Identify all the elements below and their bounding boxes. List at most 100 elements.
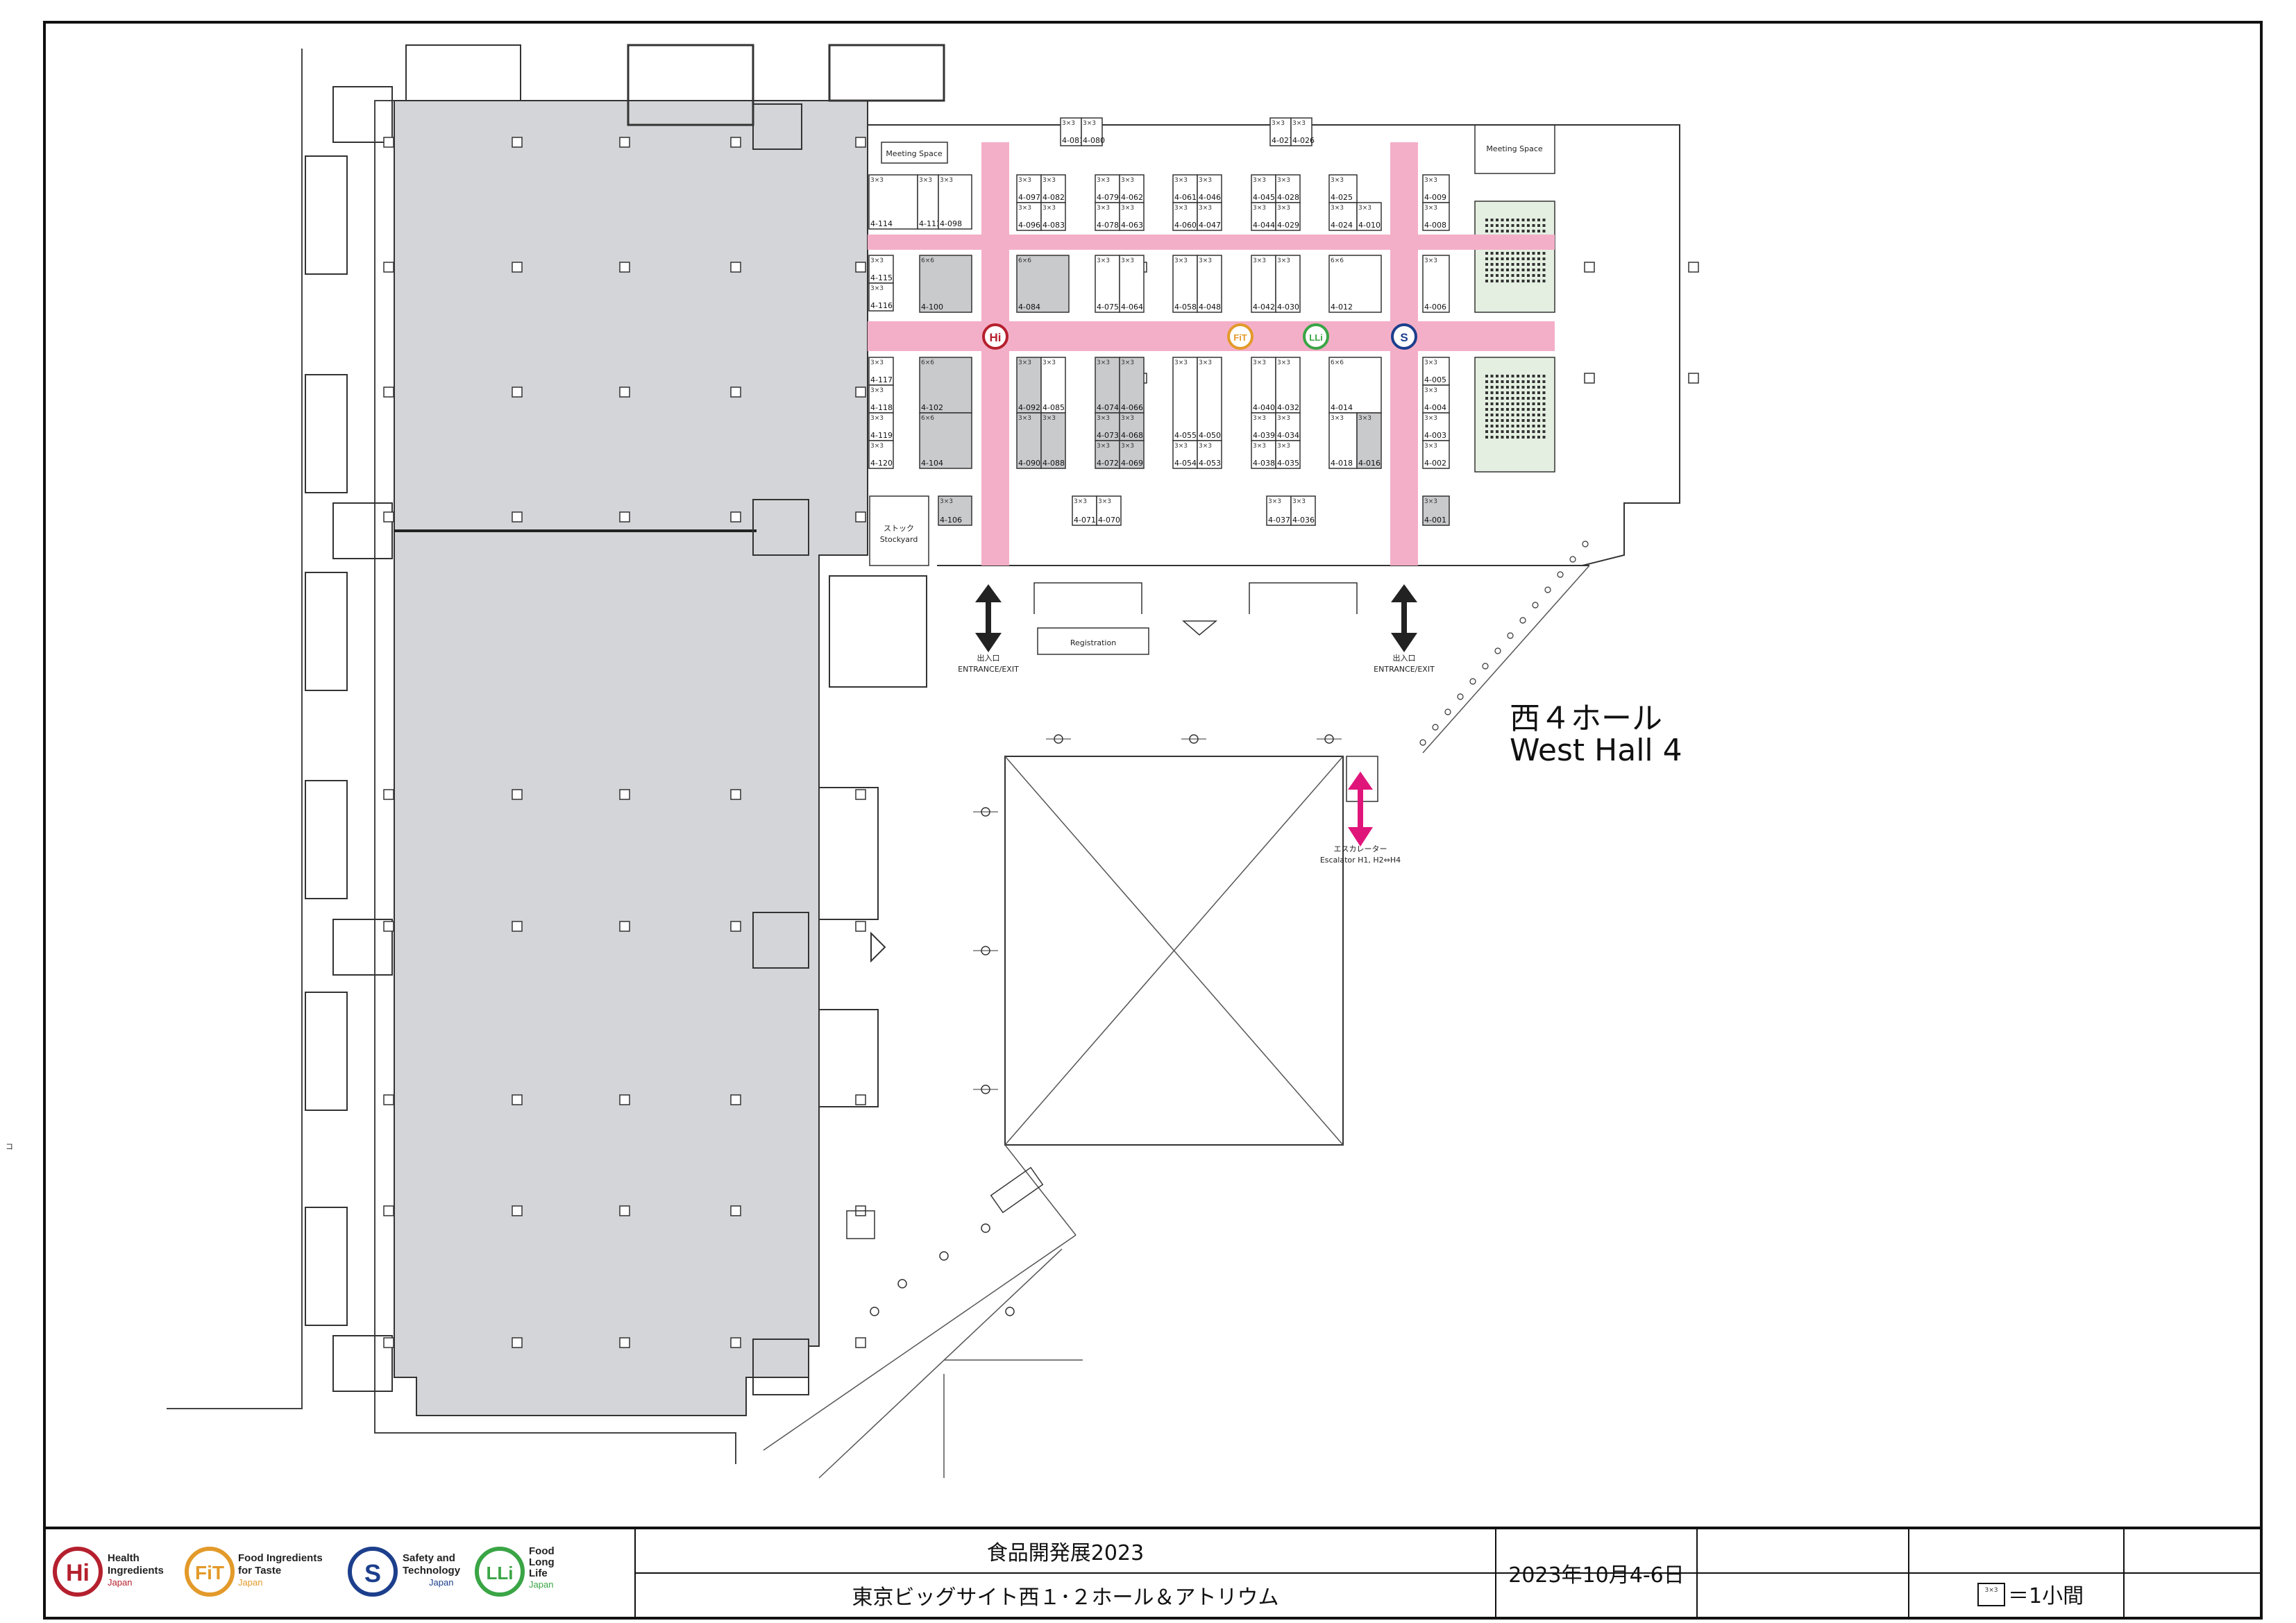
facade-post — [1532, 602, 1539, 609]
booth-box — [1275, 357, 1301, 414]
seat — [1490, 408, 1494, 411]
booth-size: 3×3 — [1043, 205, 1056, 212]
seat — [1542, 269, 1546, 271]
booth-size: 3×3 — [870, 359, 884, 366]
seat — [1490, 274, 1494, 277]
seat — [1490, 380, 1494, 383]
booth: 3×34-118 — [868, 384, 894, 414]
booth: 3×34-073 — [1095, 412, 1120, 441]
booth-box — [1328, 202, 1358, 231]
booth: 6×64-012 — [1328, 255, 1382, 313]
seat — [1485, 274, 1488, 277]
seat — [1532, 436, 1535, 439]
seat — [1490, 219, 1494, 221]
column — [512, 1094, 523, 1105]
svg-text:Japan: Japan — [238, 1577, 262, 1588]
seat — [1506, 419, 1509, 422]
seat — [1496, 252, 1499, 255]
seat — [1485, 430, 1488, 433]
seat — [1532, 402, 1535, 405]
seat — [1542, 263, 1546, 266]
booth-number: 4-092 — [1018, 403, 1040, 412]
seat — [1506, 436, 1509, 439]
booth-number: 4-055 — [1174, 431, 1197, 440]
seat — [1485, 386, 1488, 389]
seat — [1485, 436, 1488, 439]
seat — [1521, 252, 1525, 255]
seat — [1496, 224, 1499, 227]
booth: 3×34-062 — [1119, 174, 1145, 203]
booth-box — [1328, 412, 1358, 469]
seat — [1485, 408, 1488, 411]
registration-label: Registration — [1070, 638, 1116, 647]
seat — [1537, 375, 1540, 377]
booth-number: 4-074 — [1097, 403, 1119, 412]
booth: 3×34-034 — [1275, 412, 1301, 441]
edge-mark: コ — [6, 1142, 13, 1151]
booth: 3×34-115 — [868, 255, 894, 284]
booth-number: 4-058 — [1174, 303, 1197, 312]
svg-text:Hi: Hi — [66, 1560, 90, 1586]
booth-number: 4-066 — [1121, 403, 1143, 412]
booth-box — [868, 384, 894, 414]
seat — [1532, 263, 1535, 266]
seat — [1527, 414, 1530, 416]
seat — [1501, 375, 1504, 377]
seat — [1511, 402, 1514, 405]
booth: 3×34-061 — [1172, 174, 1198, 203]
seat — [1496, 219, 1499, 221]
column — [730, 921, 741, 932]
seat — [1542, 397, 1546, 400]
seat — [1521, 391, 1525, 394]
booth: 3×34-030 — [1275, 255, 1301, 313]
column — [383, 921, 394, 932]
seat — [1527, 408, 1530, 411]
seat — [1521, 224, 1525, 227]
booth-size: 3×3 — [1018, 415, 1031, 422]
booth-box — [868, 412, 894, 441]
seat — [1527, 280, 1530, 282]
booth-box — [1275, 255, 1301, 313]
meeting-space-label: Meeting Space — [1486, 144, 1543, 153]
booth-box — [1422, 495, 1450, 526]
booth-number: 4-034 — [1277, 431, 1299, 440]
seat — [1496, 263, 1499, 266]
seat — [1517, 263, 1519, 266]
logo-lli: LLi Food Long Life Japan — [475, 1545, 555, 1597]
facade-post — [1519, 617, 1526, 624]
column — [619, 262, 630, 273]
seat — [1511, 408, 1514, 411]
column — [855, 262, 866, 273]
column — [730, 1094, 741, 1105]
seat — [1501, 230, 1504, 232]
booth-number: 4-071 — [1074, 516, 1096, 525]
column — [383, 262, 394, 273]
booth-size: 3×3 — [1292, 120, 1306, 127]
seat — [1485, 380, 1488, 383]
booth-box — [1119, 255, 1145, 313]
seat — [1542, 252, 1546, 255]
svg-text:Long: Long — [529, 1556, 555, 1568]
booth-box — [1328, 174, 1358, 203]
column — [619, 386, 630, 398]
seat — [1527, 375, 1530, 377]
booth-size: 3×3 — [940, 498, 953, 505]
column — [619, 1094, 630, 1105]
booth-number: 4-104 — [921, 459, 943, 468]
booth-box — [1172, 174, 1198, 203]
seat — [1490, 436, 1494, 439]
seat — [1532, 252, 1535, 255]
booth-size: 6×6 — [921, 415, 934, 422]
svg-text:Japan: Japan — [429, 1577, 453, 1588]
hi-mark — [982, 323, 1008, 350]
seat — [1506, 408, 1509, 411]
booth-box — [1172, 255, 1198, 313]
seat — [1527, 430, 1530, 433]
seat — [1485, 391, 1488, 394]
booth-size: 3×3 — [1083, 120, 1096, 127]
booth: 3×34-079 — [1095, 174, 1120, 203]
seat — [1501, 386, 1504, 389]
seat — [1537, 280, 1540, 282]
booth-box — [1422, 255, 1450, 313]
